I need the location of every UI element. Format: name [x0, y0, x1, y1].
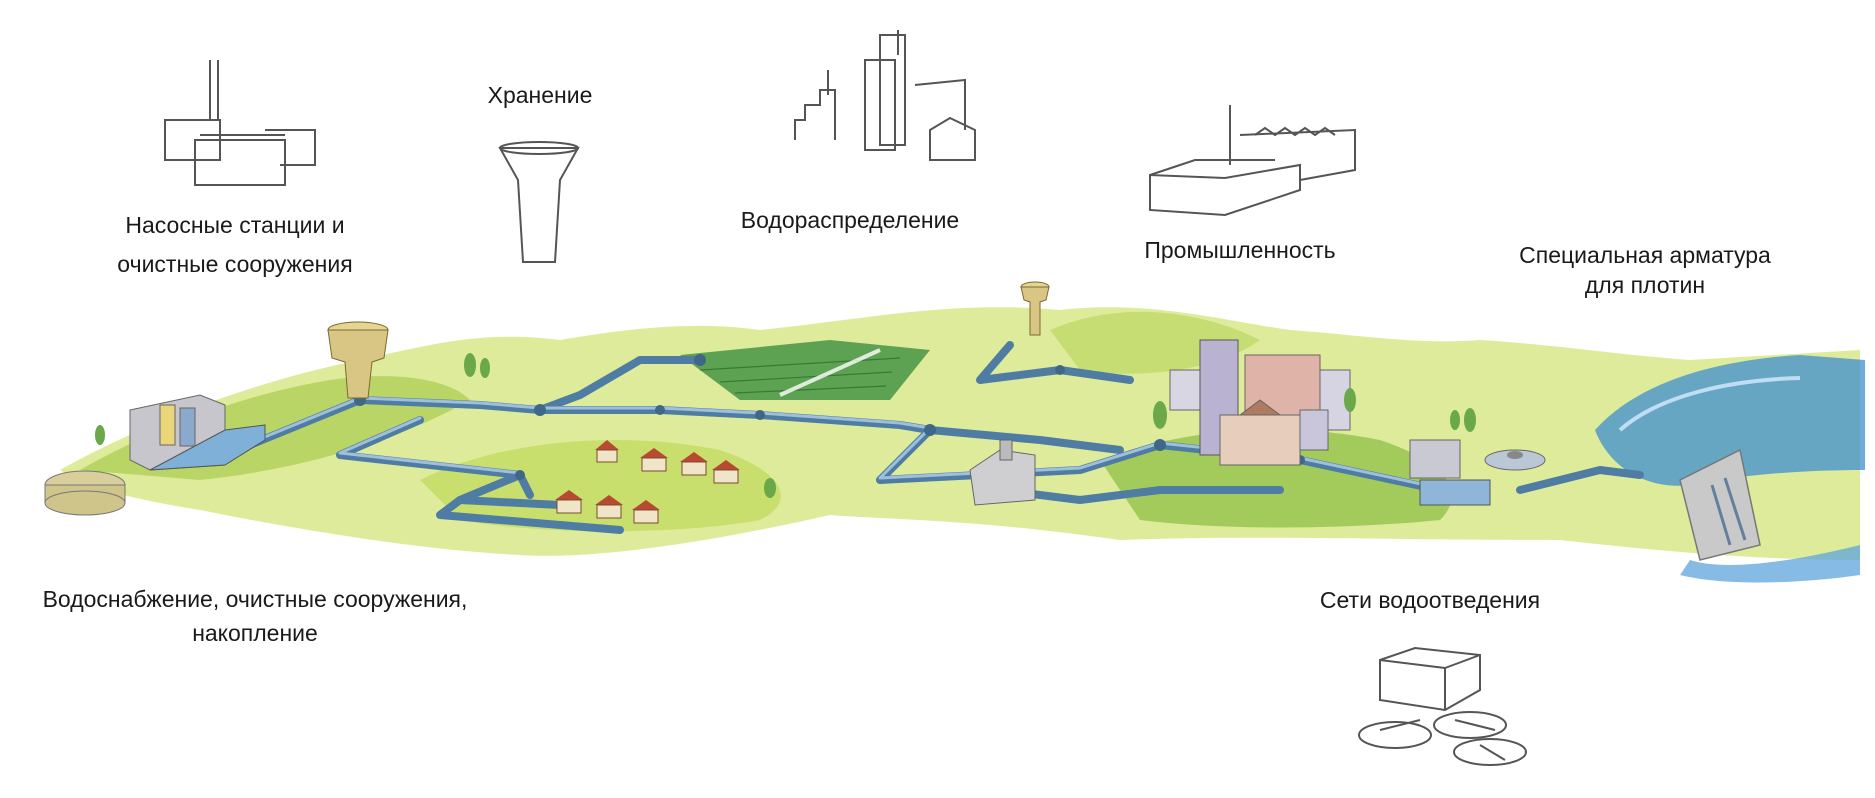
treatment-plant-sketch-icon: [1358, 646, 1527, 766]
reservoir-highlight: [1618, 376, 1801, 432]
pumping-station-sketch-icon: [164, 60, 316, 186]
label-dam-line1: Специальная арматура: [1519, 242, 1771, 268]
facilities: [44, 281, 1546, 524]
treatment-plant: [1409, 439, 1546, 506]
trees: [95, 353, 1476, 498]
label-dam-line2: для плотин: [1584, 272, 1706, 298]
water-tower-sketch-icon: [498, 141, 580, 263]
houses-upper: [595, 440, 740, 484]
label-supply-line2: накопление: [192, 620, 318, 646]
label-sewer: Сети водоотведения: [1319, 587, 1541, 613]
water-tower-left: [327, 321, 389, 399]
reservoir-water: [1595, 355, 1865, 486]
water-tower-center: [1020, 281, 1050, 336]
factory-mid: [969, 439, 1036, 506]
city-sketch-icon: [794, 30, 976, 161]
sketch-icons: [164, 30, 1527, 766]
hill-right: [1100, 429, 1452, 528]
factory-sketch-icon: [1149, 105, 1356, 217]
label-distribution: Водораспределение: [740, 207, 960, 233]
label-pumping-line2: очистные сооружения: [117, 251, 353, 277]
industrial-city: [1169, 339, 1351, 466]
houses-lower: [555, 490, 660, 524]
river-downstream: [1680, 545, 1860, 583]
field-fence: [779, 348, 881, 397]
label-storage: Хранение: [487, 82, 593, 108]
pumping-station: [129, 394, 266, 471]
label-industry: Промышленность: [1144, 237, 1336, 263]
label-supply-line1: Водоснабжение, очистные сооружения,: [42, 586, 468, 612]
label-pumping-line1: Насосные станции и: [125, 212, 345, 238]
dam-wall: [1679, 448, 1761, 561]
